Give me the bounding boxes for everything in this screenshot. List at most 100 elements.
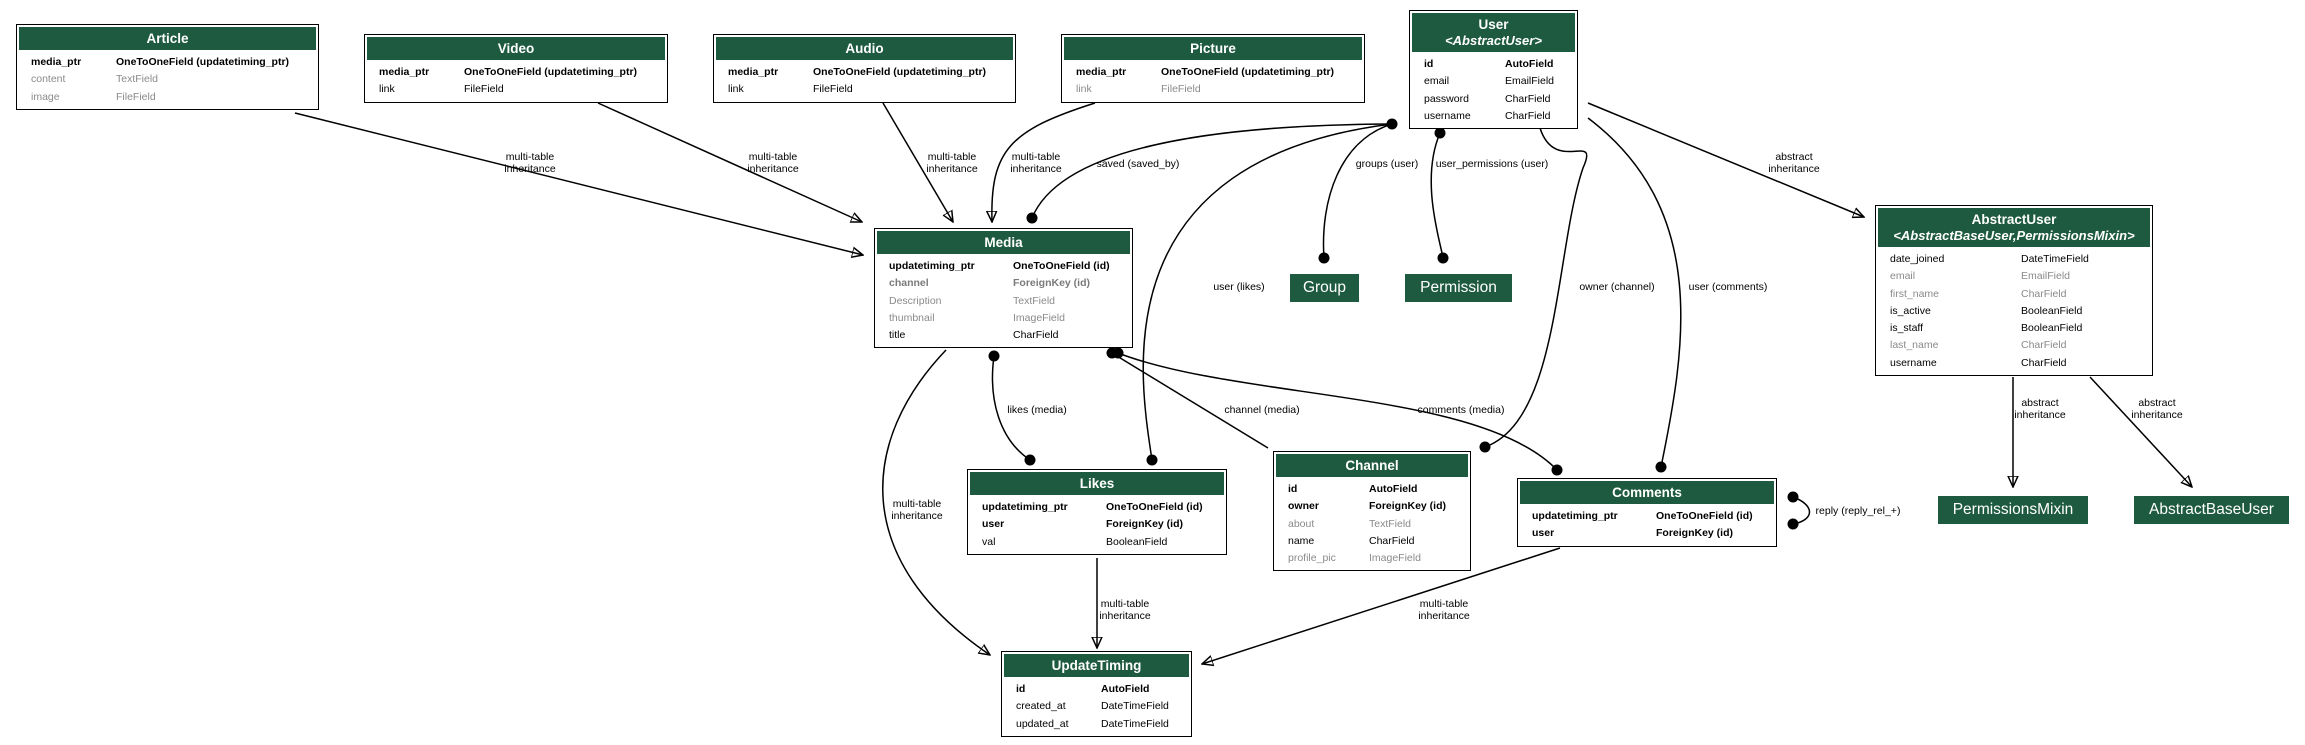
field-type: FileField [116,90,156,103]
label-audio-mti-1: multi-table [928,151,977,163]
label-picture-mti-2: inheritance [1010,163,1062,175]
field-name: owner [1288,500,1319,513]
field-row: media_ptr OneToOneField (updatetiming_ptr… [31,54,312,71]
label-likes-media: likes (media) [1007,404,1067,416]
field-type: DateTimeField [2021,253,2089,265]
edge-media-comments [1117,352,1558,471]
field-name: about [1288,517,1315,530]
model-header: Video [366,36,666,61]
field-name: media_ptr [728,66,779,78]
edge-abstractuser-abstractbaseuser [2089,376,2192,487]
label-owner-channel: owner (channel) [1579,281,1654,293]
model-subtitle: <AbstractUser> [1445,33,1542,48]
label-pm-abs-1: abstract [2021,397,2058,409]
field-name: user [1532,527,1555,540]
label-user-abs-1: abstract [1775,151,1812,163]
field-name: first_name [1890,287,1940,300]
field-name: id [1288,483,1298,495]
field-name: link [728,83,744,96]
model-title: UpdateTiming [1051,658,1142,673]
edge-article-media [294,112,863,255]
field-name: id [1424,58,1434,70]
label-user-permissions: user_permissions (user) [1436,158,1549,170]
field-type: FileField [464,83,504,96]
field-row: date_joined DateTimeField [1890,251,2146,268]
label-saved-by: saved (saved_by) [1097,158,1180,170]
label-groups: groups (user) [1356,158,1418,170]
field-type: OneToOneField (id) [1013,260,1110,272]
label-comments-mti-1: multi-table [1420,598,1469,610]
edge-channel-owner [1484,127,1588,448]
field-type: ImageField [1013,311,1065,324]
model-header: Article [18,26,317,51]
field-type: ForeignKey (id) [1369,500,1447,513]
edge-video-media [597,102,862,222]
field-type: EmailField [2021,270,2071,283]
field-name: thumbnail [889,311,935,324]
field-type: CharField [2021,356,2067,369]
field-type: OneToOneField (id) [1656,510,1753,522]
label-comments-media: comments (media) [1418,404,1505,416]
model-title: Audio [845,41,884,56]
field-type: AutoField [1369,483,1418,495]
edge-audio-media [882,102,953,222]
field-name: is_active [1890,304,1931,317]
field-row: link FileField [1076,81,1358,98]
field-name: link [1076,83,1092,96]
field-type: OneToOneField (updatetiming_ptr) [464,66,638,78]
field-type: FileField [1161,83,1201,96]
field-type: BooleanField [2021,322,2083,335]
field-name: title [889,329,906,342]
field-type: AutoField [1101,683,1150,695]
field-name: media_ptr [31,56,82,68]
model-header: Comments [1519,480,1775,505]
edge-user-abstractuser [1587,102,1864,217]
field-name: media_ptr [379,66,430,78]
field-type: CharField [1505,92,1551,105]
field-type: ImageField [1369,552,1421,565]
field-name: channel [889,277,929,290]
field-type: OneToOneField (updatetiming_ptr) [1161,66,1335,78]
label-pm-abs-2: inheritance [2014,409,2066,421]
field-row: thumbnail ImageField [889,310,1126,327]
model-header: Likes [969,471,1225,496]
field-type: TextField [1369,517,1412,530]
model-title: User [1478,17,1509,32]
label-channel-media: channel (media) [1224,404,1299,416]
model-title: Likes [1079,476,1115,491]
field-type: CharField [2021,287,2067,300]
field-type: OneToOneField (id) [1106,501,1203,513]
model-abstractuser: AbstractUser<AbstractBaseUser,Permission… [1875,205,2153,377]
field-name: created_at [1016,700,1066,713]
edge-media-saved-by [1031,123,1393,219]
field-row: first_name CharField [1890,286,2146,303]
field-name: date_joined [1890,253,1945,265]
field-type: ForeignKey (id) [1013,277,1091,290]
model-header: Picture [1063,36,1363,61]
edge-user-comments [1587,117,1682,468]
field-type: OneToOneField (updatetiming_ptr) [116,56,290,68]
model-title: Channel [1345,458,1399,473]
model-title: Media [984,235,1023,250]
